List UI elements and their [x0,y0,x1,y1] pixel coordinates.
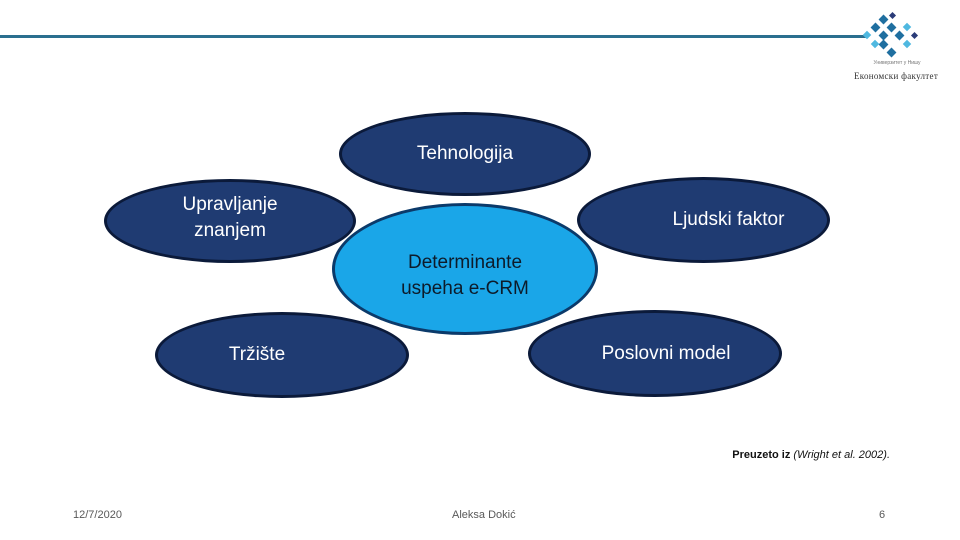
university-logo-icon [862,11,919,58]
node-center-determinante: Determinante uspeha e-CRM [332,203,598,335]
node-poslovni-model: Poslovni model [528,310,782,397]
node-trziste-label: Tržište [228,344,286,366]
node-tehnologija: Tehnologija [339,112,591,196]
citation: Preuzeto iz (Wright et al. 2002). [640,449,890,461]
logo-university-text: Универзитет у Нишу [873,60,921,66]
logo-faculty-name: Економски факултет [853,71,939,81]
node-ljudski-label: Ljudski faktor [672,209,785,231]
footer-page-number: 6 [879,509,886,521]
footer-author: Aleksa Dokić [452,509,516,521]
header-rule [0,35,866,38]
citation-lead: Preuzeto iz [732,449,791,461]
node-ljudski-faktor: Ljudski faktor [577,177,830,263]
node-upravljanje-label: Upravljanje znanjem [182,194,278,241]
node-poslovni-label: Poslovni model [601,342,731,364]
citation-reference: (Wright et al. 2002). [793,449,890,461]
node-trziste: Tržište [155,312,409,398]
node-upravljanje-znanjem: Upravljanje znanjem [104,179,356,263]
footer-date: 12/7/2020 [73,509,122,521]
node-center-label: Determinante uspeha e-CRM [401,252,529,299]
node-tehnologija-label: Tehnologija [416,143,514,165]
